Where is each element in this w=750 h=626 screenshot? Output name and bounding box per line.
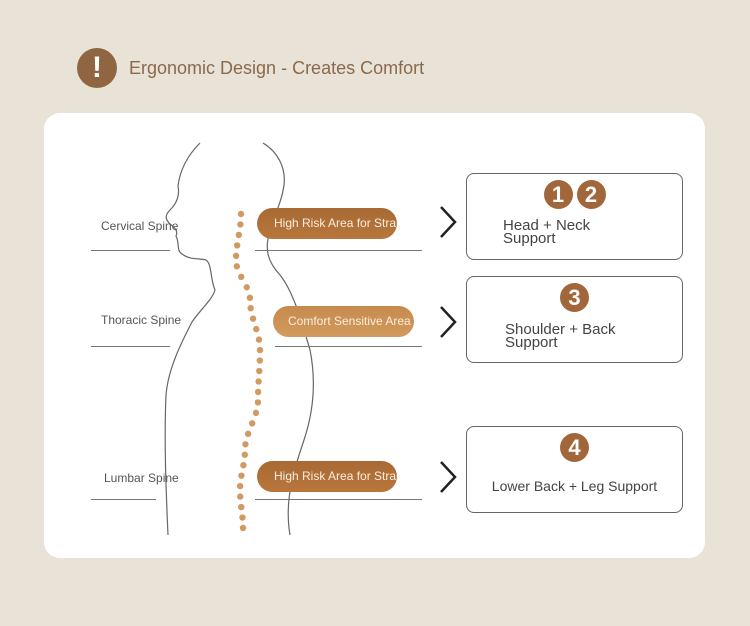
spine-vertebra-dot <box>247 305 254 312</box>
chevron-right-icon <box>440 461 457 493</box>
chevron-right-icon <box>440 306 457 338</box>
spine-vertebra-dot <box>253 325 260 333</box>
support-text: Shoulder + Back Support <box>505 321 616 351</box>
spine-vertebra-dot <box>239 524 247 532</box>
spine-vertebra-dot <box>235 231 243 239</box>
number-badge: 3 <box>560 283 589 312</box>
label-lumbar-spine: Lumbar Spine <box>104 471 179 485</box>
support-text: Head + Neck Support <box>503 217 591 247</box>
number-badges: 3 <box>467 283 682 312</box>
spine-vertebra-dot <box>237 221 244 228</box>
spine-vertebra-dot <box>256 367 263 375</box>
spine-vertebra-dot <box>238 472 245 479</box>
spine-vertebra-dot <box>233 242 241 249</box>
spine-vertebra-dot <box>233 263 241 270</box>
spine-vertebra-dot <box>240 462 247 469</box>
spine-vertebra-dot <box>249 315 257 322</box>
spine-vertebra-dot <box>238 273 245 280</box>
spine-vertebra-dot <box>243 284 250 291</box>
tag-high-risk-lumbar: High Risk Area for Strain <box>257 461 397 492</box>
label-thoracic-spine: Thoracic Spine <box>101 313 182 327</box>
tag-high-risk-neck: High Risk Area for Strain <box>257 208 397 239</box>
spine-vertebra-dot <box>255 336 263 343</box>
number-badges: 4 <box>467 433 682 462</box>
support-box-shoulder-back: 3 Shoulder + Back Support <box>466 276 683 363</box>
chevron-right-icon <box>440 206 457 238</box>
divider <box>91 499 156 500</box>
diagram-card: Cervical Spine Thoracic Spine Lumbar Spi… <box>44 113 705 558</box>
spine-vertebra-dot <box>232 252 240 260</box>
number-badge: 4 <box>560 433 589 462</box>
spine-vertebra-dot <box>237 493 244 500</box>
spine-vertebra-dot <box>238 503 245 511</box>
number-badge: 1 <box>543 180 573 209</box>
divider <box>275 346 422 347</box>
header: ! Ergonomic Design - Creates Comfort <box>77 48 424 88</box>
support-box-lower-back-leg: 4 Lower Back + Leg Support <box>466 426 683 513</box>
spine-vertebra-dot <box>252 409 260 417</box>
spine-vertebra-dot <box>242 441 249 448</box>
spine-vertebra-dot <box>254 388 262 396</box>
spine-vertebra-dot <box>236 482 244 490</box>
spine-vertebra-dot <box>241 451 249 458</box>
spine-vertebra-dot <box>237 210 245 218</box>
spine-vertebra-dot <box>254 399 262 406</box>
divider <box>91 250 170 251</box>
spine-vertebra-dot <box>256 357 263 364</box>
exclamation-icon: ! <box>77 48 117 88</box>
divider <box>255 250 422 251</box>
divider <box>91 346 170 347</box>
body-front-outline <box>164 142 216 536</box>
tag-comfort-sensitive: Comfort Sensitive Area <box>273 306 414 337</box>
label-cervical-spine: Cervical Spine <box>101 219 179 233</box>
spine-vertebra-dot <box>248 420 256 427</box>
spine-vertebra-dot <box>256 346 264 354</box>
spine-vertebra-dot <box>255 378 262 385</box>
page-title: Ergonomic Design - Creates Comfort <box>129 57 425 78</box>
spine-vertebra-dot <box>239 514 246 521</box>
support-text: Lower Back + Leg Support <box>491 478 658 494</box>
body-silhouette <box>164 142 314 536</box>
spine-vertebra-dot <box>244 430 252 437</box>
divider <box>255 499 422 500</box>
body-back-outline <box>262 142 314 536</box>
spine-vertebra-dot <box>246 294 254 301</box>
number-badge: 2 <box>576 180 606 209</box>
